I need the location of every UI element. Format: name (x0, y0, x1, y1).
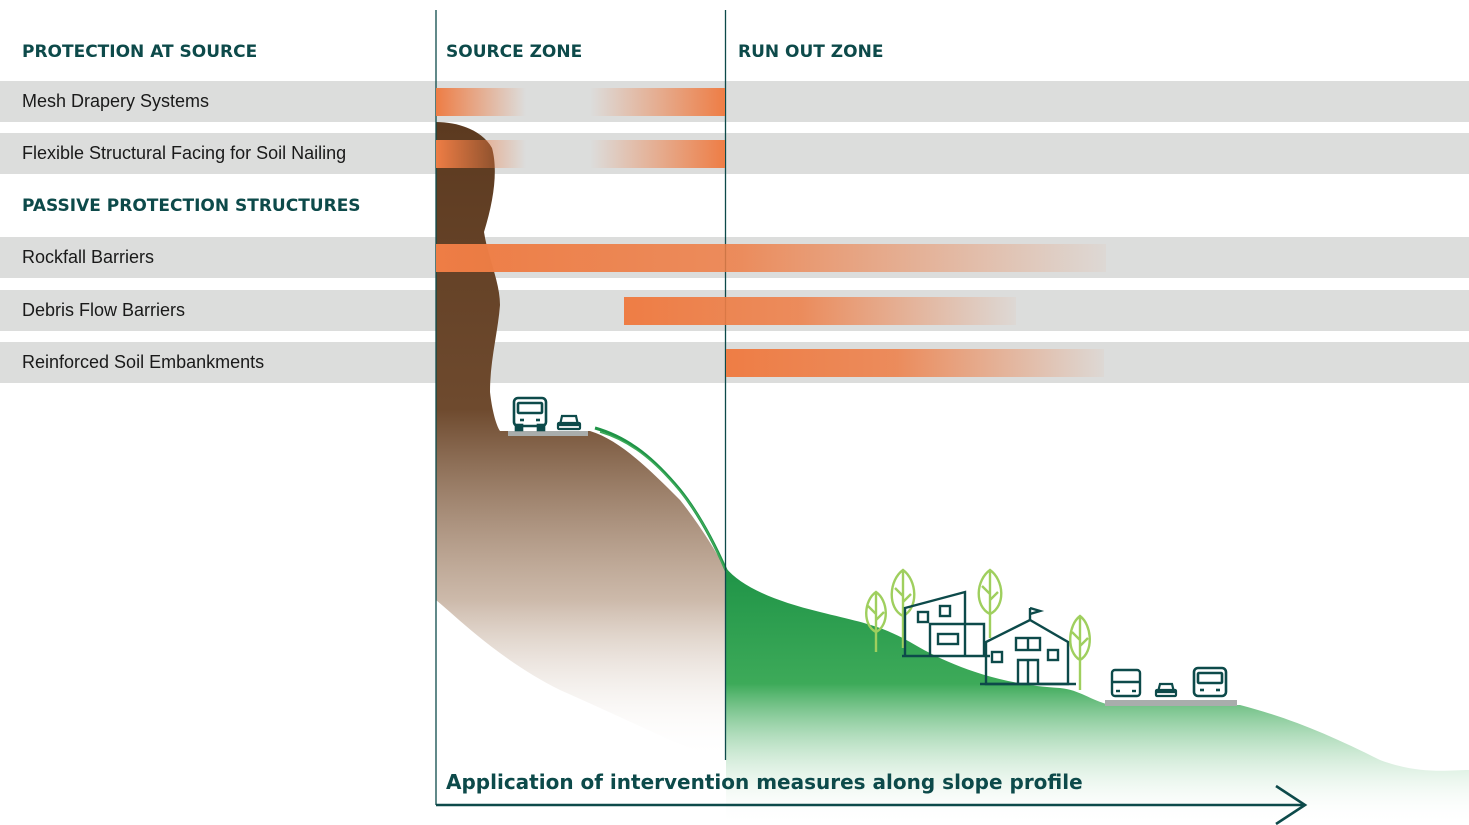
road-bottom (1105, 700, 1237, 706)
axis-label: Application of intervention measures alo… (446, 770, 1083, 794)
extent-bar-rockfall-barriers (436, 244, 1106, 272)
protection-at-source-heading: PROTECTION AT SOURCE (22, 42, 258, 62)
truck-icon (512, 396, 548, 432)
cliff-slope (436, 122, 726, 760)
bus-icon (1110, 668, 1142, 698)
tree-icon (890, 568, 916, 648)
extent-bar-reinforced-soil (726, 349, 1104, 377)
road-top (508, 431, 588, 436)
tree-icon (865, 590, 887, 652)
row-label-reinforced-soil: Reinforced Soil Embankments (22, 352, 265, 372)
row-bg-mesh-drapery (0, 81, 1469, 122)
row-bg-flexible-facing (0, 133, 1469, 174)
car-icon (556, 414, 582, 431)
car-bottom-icon (1154, 682, 1178, 698)
run-out-zone-heading: RUN OUT ZONE (738, 42, 884, 62)
row-label-mesh-drapery: Mesh Drapery Systems (22, 91, 210, 111)
passive-protection-heading: PASSIVE PROTECTION STRUCTURES (22, 196, 361, 216)
extent-bar-mesh-drapery (436, 88, 725, 116)
row-label-rockfall-barriers: Rockfall Barriers (22, 247, 155, 267)
source-zone-heading: SOURCE ZONE (446, 42, 583, 62)
tree-icon (1069, 614, 1091, 690)
extent-bar-flexible-facing (436, 140, 725, 168)
extent-bar-debris-flow-barriers (624, 297, 1016, 325)
axis-arrow (436, 784, 1308, 825)
house-icon (902, 590, 990, 658)
tree-icon (977, 568, 1003, 638)
house-icon (980, 606, 1076, 686)
row-label-flexible-facing: Flexible Structural Facing for Soil Nail… (22, 143, 347, 163)
truck-bottom-icon (1192, 666, 1228, 698)
row-label-debris-flow-barriers: Debris Flow Barriers (22, 300, 186, 320)
grass-slope (726, 568, 1469, 825)
